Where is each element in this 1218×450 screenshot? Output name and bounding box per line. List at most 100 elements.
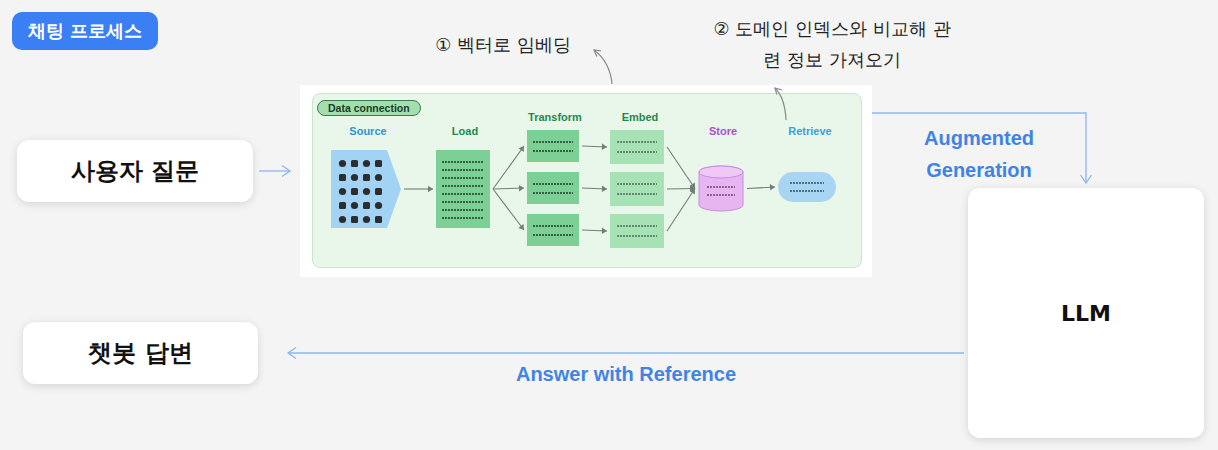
stage-column: Load [428, 125, 502, 230]
source-icon [375, 188, 382, 195]
source-icon [375, 174, 382, 181]
edge-label: Augmented Generation [924, 127, 1034, 181]
edge-label: Answer with Reference [516, 363, 736, 385]
connector-line [872, 113, 1086, 183]
box-label: LLM [1061, 301, 1111, 326]
source-icon [339, 188, 346, 195]
arrow-head [602, 144, 607, 150]
connector-line [404, 188, 433, 189]
leader-line [775, 88, 786, 120]
vector-block [610, 172, 664, 206]
shape-art [610, 214, 664, 248]
arrow-head [602, 228, 607, 234]
stage-heading: Source [326, 125, 410, 138]
callout-label: ② 도메인 인덱스와 비교해 관련 정보 가져오기 [713, 18, 950, 70]
process-box: 챗봇 답변 [23, 322, 258, 384]
source-icon [375, 216, 382, 223]
placeholder-line [617, 235, 657, 237]
placeholder-line [442, 161, 484, 163]
document-block [436, 150, 490, 228]
vector-store-cylinder [698, 165, 744, 212]
connector [872, 113, 1092, 183]
placeholder-line [617, 193, 657, 195]
connector-line [493, 188, 524, 189]
connector [259, 166, 290, 177]
chunk-block [527, 214, 579, 246]
edge-label-wrap: Augmented Generation [904, 123, 1054, 187]
source-icon [363, 174, 370, 181]
stage-heading: Embed [603, 111, 677, 124]
arrow-head [690, 183, 695, 189]
arrow-head [428, 186, 433, 192]
stage-column: Transform [518, 111, 592, 251]
leader-line [594, 50, 612, 84]
shape-art [331, 150, 401, 228]
shape-art [610, 130, 664, 164]
placeholder-line [533, 183, 573, 185]
connector-line [667, 188, 695, 190]
connector [404, 186, 433, 192]
arrow-head [690, 189, 695, 195]
placeholder-line [707, 186, 735, 188]
placeholder-line [442, 217, 484, 219]
stage-heading: Load [428, 125, 502, 138]
connector-line [288, 352, 964, 353]
connector-line [493, 146, 524, 189]
connector-line [747, 187, 775, 189]
arrow-head [288, 348, 296, 359]
source-icon [339, 174, 346, 181]
connector [747, 184, 775, 190]
cylinder-top [699, 166, 743, 178]
connector-line [667, 147, 695, 189]
placeholder-line [442, 193, 484, 195]
placeholder-line [790, 182, 824, 184]
arrow-head [282, 166, 290, 177]
vector-block [610, 214, 664, 248]
source-icon [363, 160, 370, 167]
connector [582, 144, 607, 234]
placeholder-line [442, 169, 484, 171]
model-box: LLM [968, 188, 1204, 438]
box-label: 챗봇 답변 [88, 337, 192, 369]
source-icon [363, 202, 370, 209]
panel-heading: Data connection [317, 100, 421, 116]
callout-wrap: ② 도메인 인덱스와 비교해 관련 정보 가져오기 [708, 14, 956, 76]
vector-block [610, 130, 664, 164]
edge-label-wrap: Answer with Reference [426, 361, 826, 389]
stage-column: Store [688, 125, 758, 215]
stage-column: Source [326, 125, 410, 230]
connector-line [582, 146, 607, 147]
chunk-block [527, 172, 579, 204]
shape-art [778, 172, 836, 202]
stage-column: Retrieve [768, 125, 852, 205]
placeholder-line [533, 192, 573, 194]
placeholder-line [617, 183, 657, 185]
stage-heading: Store [688, 125, 758, 138]
placeholder-line [442, 185, 484, 187]
placeholder-line [533, 141, 573, 143]
result-pill [778, 172, 836, 202]
placeholder-line [442, 201, 484, 203]
box-label: 사용자 질문 [71, 155, 199, 187]
placeholder-line [442, 177, 484, 179]
source-icon [339, 202, 346, 209]
shape-art [527, 130, 579, 162]
source-icon [375, 160, 382, 167]
connector [667, 147, 695, 231]
arrow-head [770, 184, 775, 190]
connector-line [667, 189, 695, 232]
arrow-head [519, 185, 524, 191]
source-icon [351, 174, 358, 181]
shape-art [610, 172, 664, 206]
placeholder-line [617, 151, 657, 153]
connector [493, 146, 524, 230]
placeholder-line [707, 194, 735, 196]
cylinder-body [699, 166, 743, 211]
shape-art [527, 172, 579, 204]
process-box: 사용자 질문 [17, 140, 253, 202]
connector [288, 348, 964, 359]
placeholder-line [533, 150, 573, 152]
source-icon [351, 202, 358, 209]
arrow-head [602, 186, 607, 192]
shape-art [436, 150, 490, 228]
